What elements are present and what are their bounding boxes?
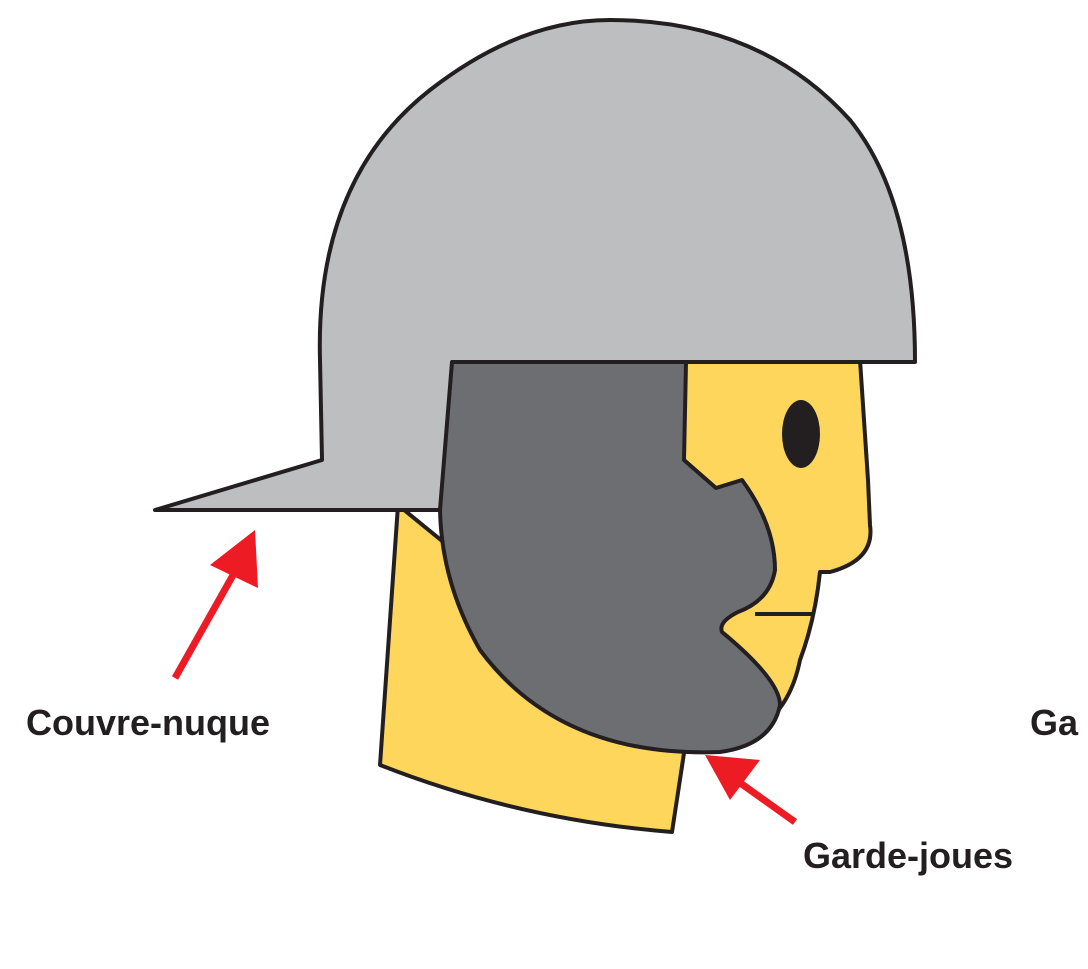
label-neck-guard: Couvre-nuque [26,702,270,743]
eye-icon [782,400,820,468]
label-cheek-guards: Garde-joues [803,835,1013,876]
label-cut-off: Ga [1030,702,1079,743]
